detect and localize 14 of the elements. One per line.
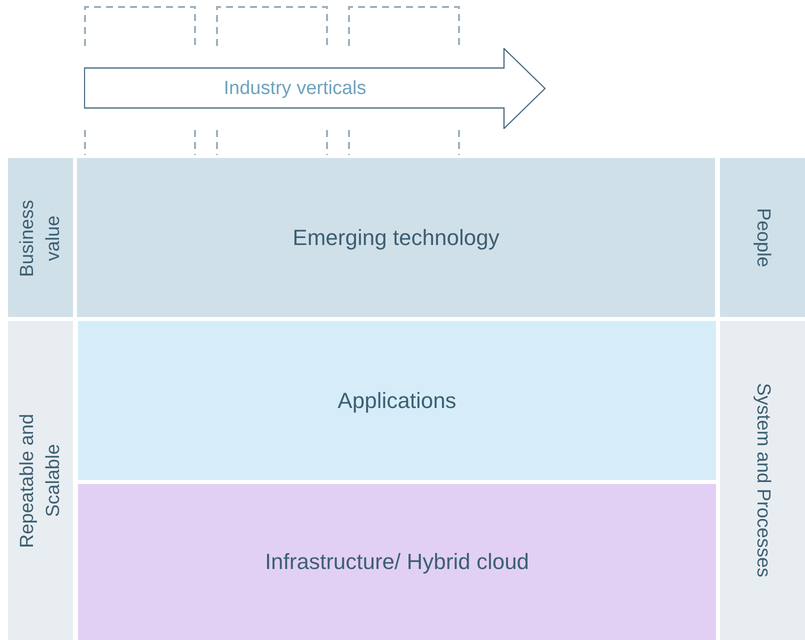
side-label-panel	[720, 158, 805, 317]
side-label: People	[752, 208, 774, 268]
layer-label: Applications	[338, 388, 456, 414]
side-label: Business value	[16, 198, 64, 278]
layer-label: Emerging technology	[292, 224, 500, 250]
layer-band	[78, 321, 716, 480]
layer-label: Infrastructure/ Hybrid cloud	[264, 549, 530, 575]
side-label: System and Processes	[752, 383, 774, 578]
layer-band	[78, 484, 716, 640]
layer-band	[77, 158, 715, 317]
block-arrow	[84, 48, 546, 129]
arrow-label: Industry verticals	[224, 78, 366, 100]
side-label: Repeatable and Scalable	[16, 412, 64, 550]
side-label-panel	[8, 158, 73, 317]
